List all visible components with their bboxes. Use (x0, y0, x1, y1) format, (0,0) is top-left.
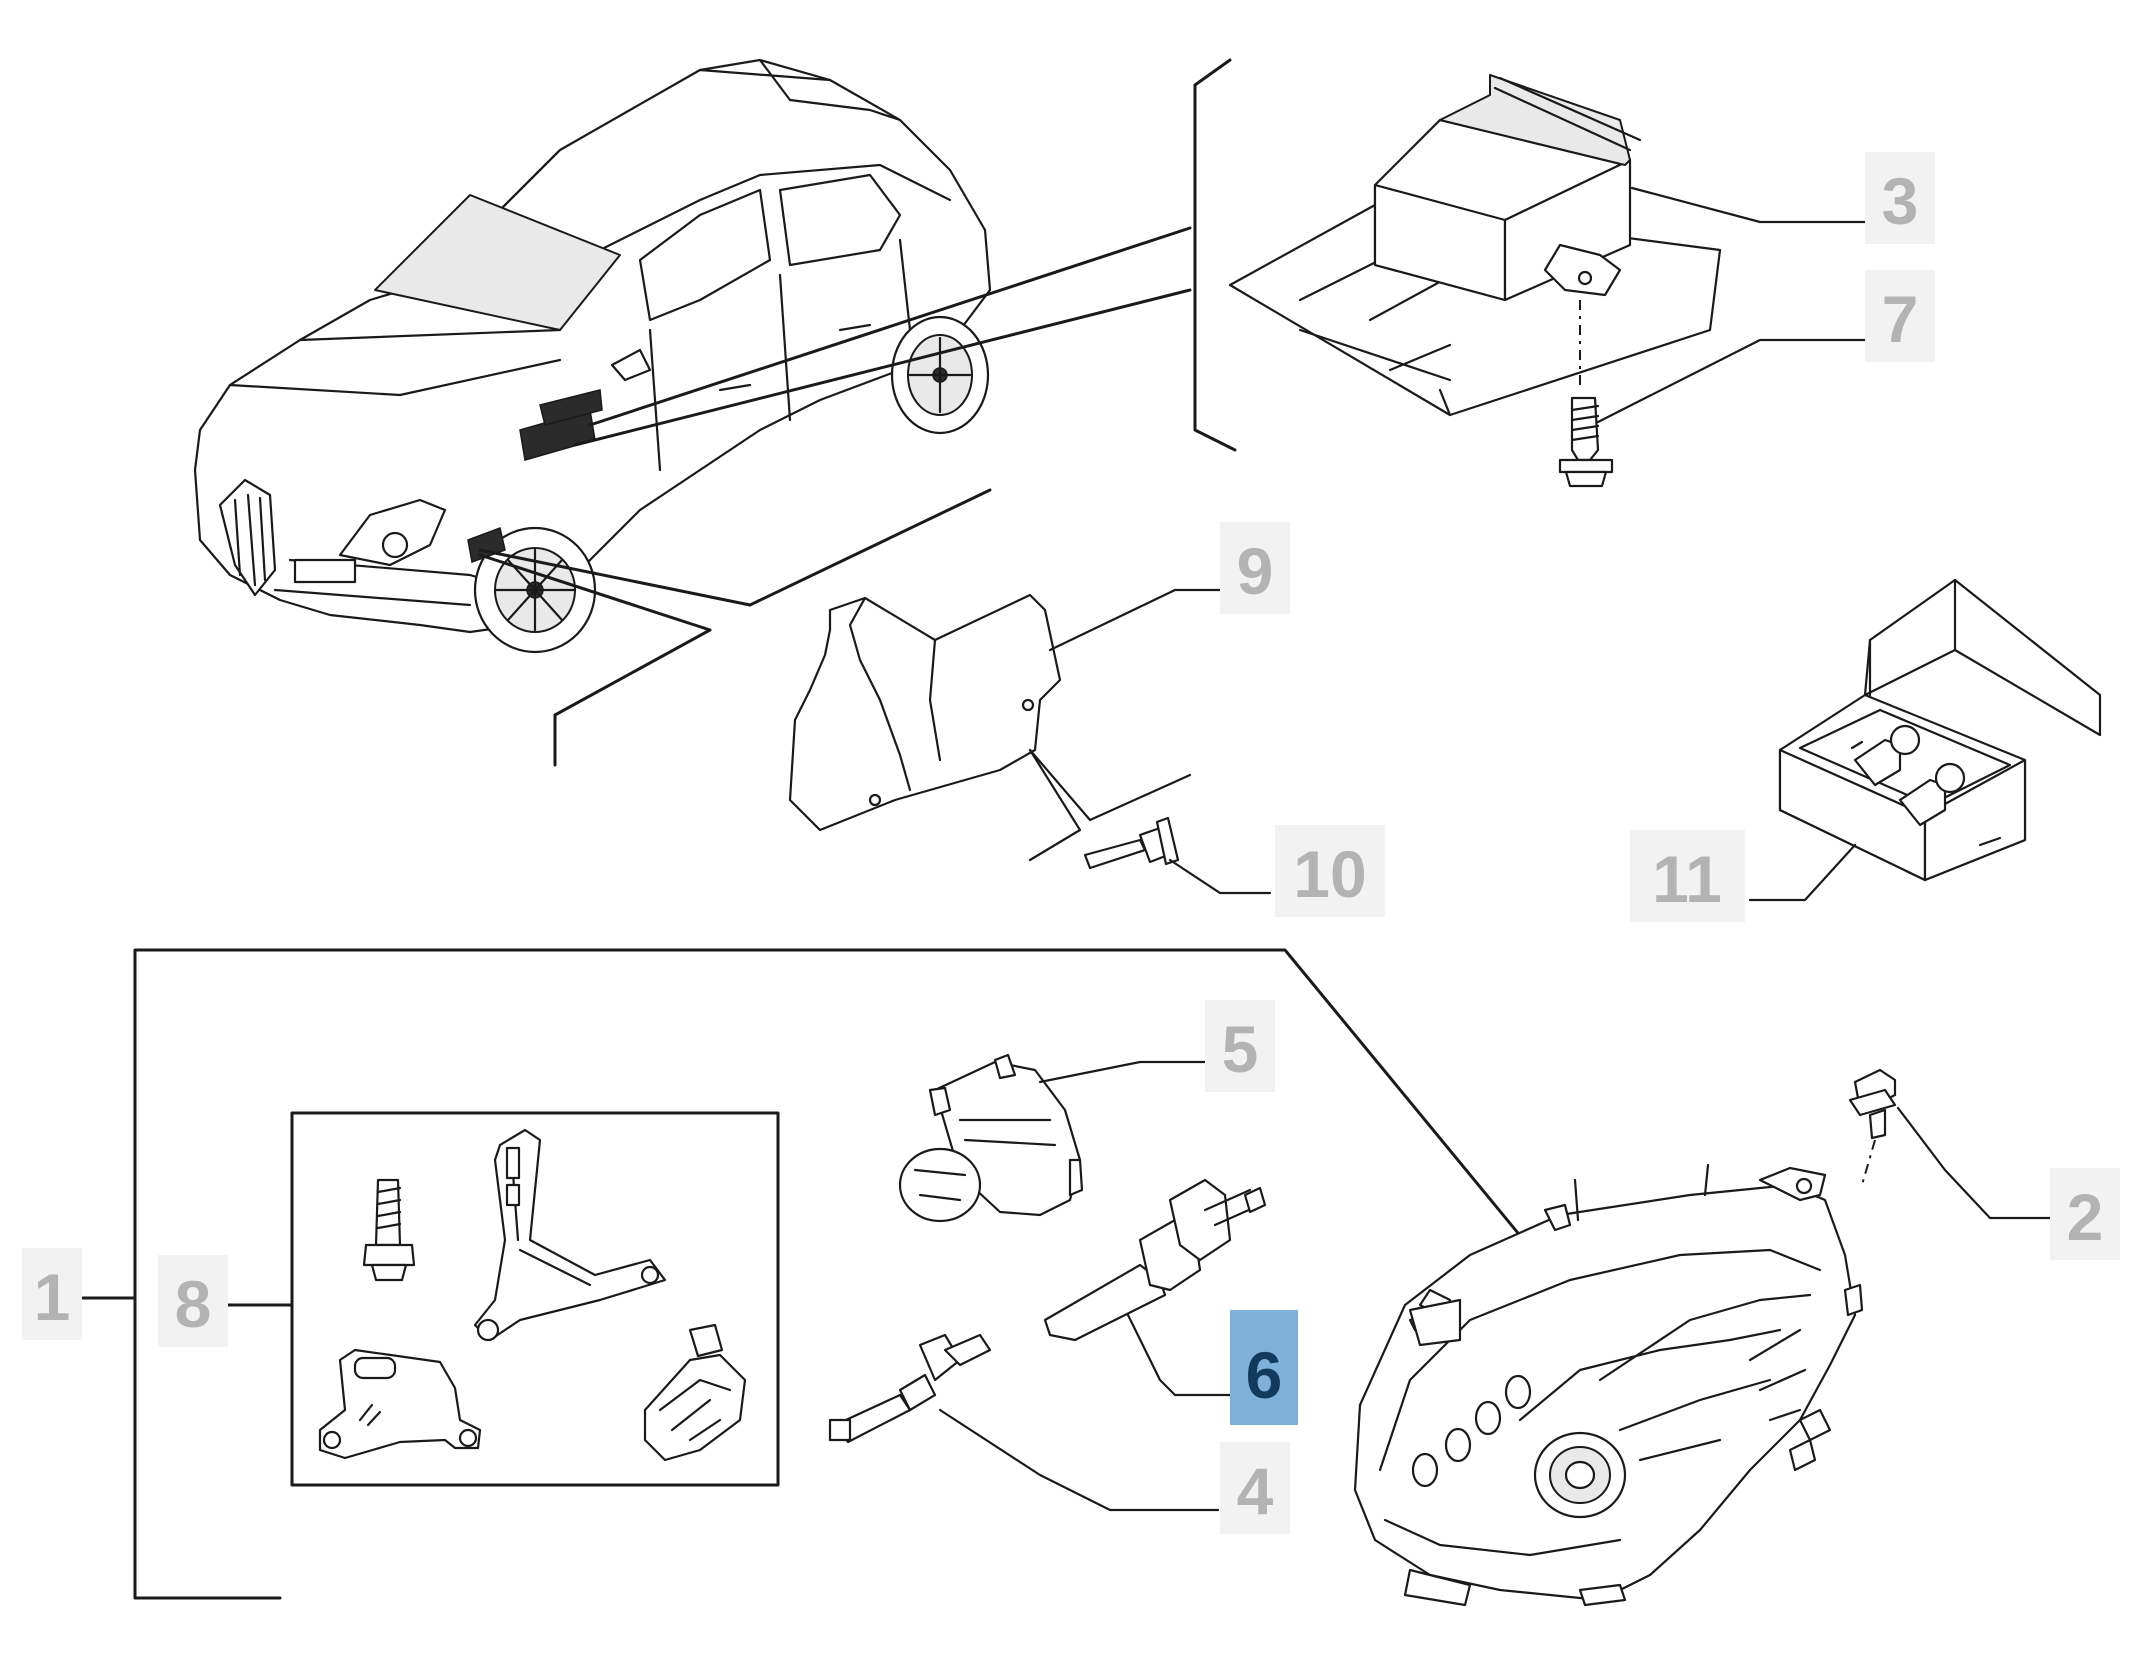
callout-7: 7 (1865, 270, 1935, 362)
callout-5-text: 5 (1222, 1012, 1259, 1086)
callout-9-text: 9 (1237, 534, 1274, 608)
callout-4-text: 4 (1237, 1454, 1274, 1528)
callout-1-text: 1 (34, 1260, 71, 1334)
assembly-group (73, 948, 1557, 1600)
h7-bulb-group (1043, 1178, 1267, 1397)
callout-3-text: 3 (1882, 164, 1919, 238)
callout-2-text: 2 (2067, 1180, 2104, 1254)
headlamp-group (1353, 1068, 2052, 1607)
callout-2: 2 (2050, 1168, 2120, 1260)
callout-5: 5 (1205, 1000, 1275, 1092)
bulb-kit-group (1748, 578, 2102, 902)
bracket-group (553, 488, 1272, 895)
callout-1: 1 (22, 1248, 82, 1340)
car-leader-lines (478, 226, 1192, 632)
callout-6: 6 (1230, 1310, 1298, 1425)
callout-labels: 1 2 3 4 5 6 7 8 (22, 152, 2120, 1534)
callout-8-text: 8 (175, 1267, 212, 1341)
callout-7-text: 7 (1882, 282, 1919, 356)
callout-3: 3 (1865, 152, 1935, 244)
bulb-holder-group (898, 1053, 1220, 1223)
bulb-4-group (828, 1333, 1220, 1512)
callout-10-text: 10 (1293, 837, 1366, 911)
callout-9: 9 (1220, 522, 1290, 614)
callout-11: 11 (1630, 830, 1745, 922)
callout-11-text: 11 (1652, 842, 1722, 916)
callout-4: 4 (1220, 1442, 1290, 1534)
car-illustration (193, 58, 992, 654)
callout-10: 10 (1275, 825, 1385, 917)
callout-8: 8 (158, 1255, 228, 1347)
repair-kit-group (226, 1111, 780, 1487)
module-group (1193, 58, 1867, 488)
callout-6-text: 6 (1246, 1338, 1283, 1412)
